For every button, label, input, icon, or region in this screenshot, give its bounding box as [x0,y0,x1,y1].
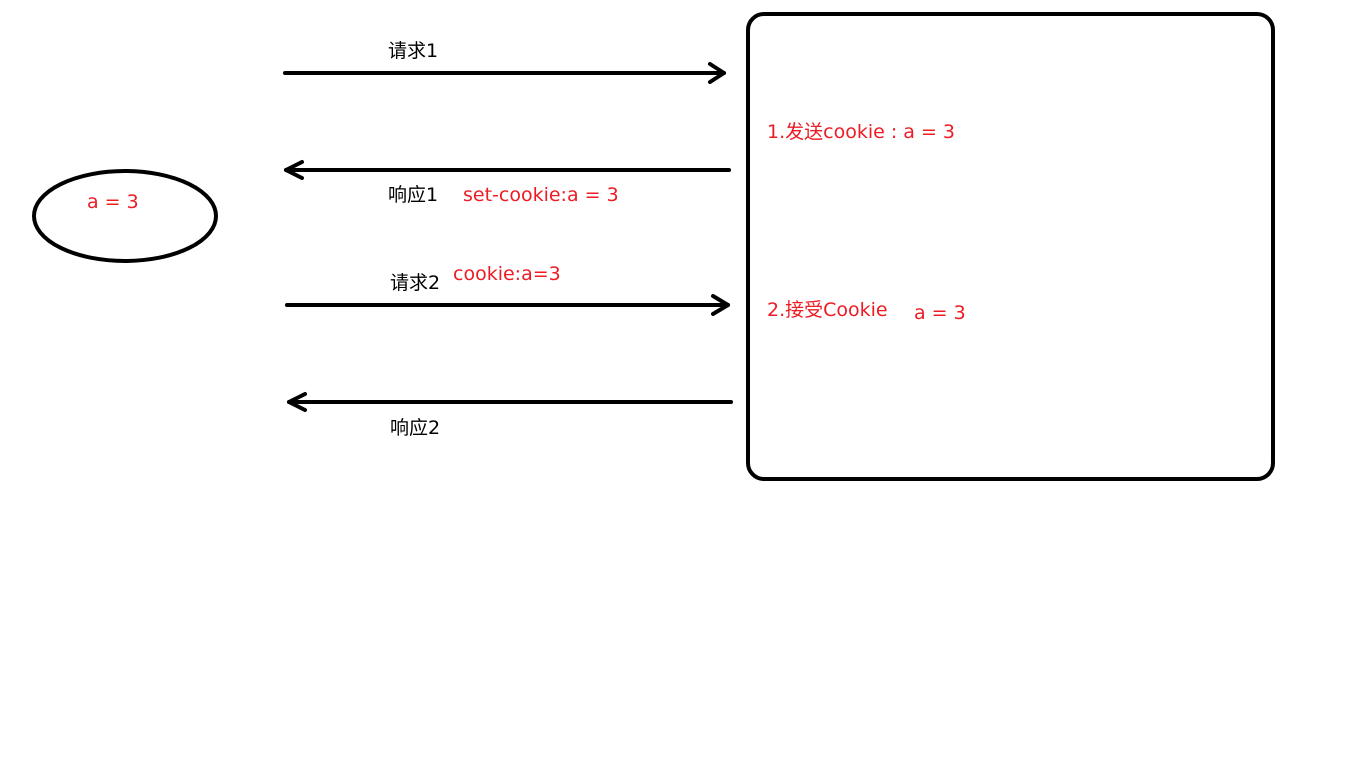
response1-arrow [284,160,731,180]
response2-arrow [287,392,733,412]
response2-label: 响应2 [390,417,441,439]
server-step2-value: a = 3 [914,302,966,324]
request2-header-label: cookie:a=3 [453,263,561,285]
request1-label: 请求1 [388,40,439,62]
client-value-label: a = 3 [87,191,139,213]
response1-label: 响应1 [388,184,439,206]
request2-label: 请求2 [390,272,441,294]
client-ellipse [32,169,218,263]
request2-arrow [285,294,730,316]
server-step1-label: 1.发送cookie : a = 3 [767,121,956,143]
request1-arrow [283,62,726,84]
server-step2-label: 2.接受Cookie [767,299,888,321]
server-box [746,12,1275,481]
response1-header-label: set-cookie:a = 3 [463,184,619,206]
